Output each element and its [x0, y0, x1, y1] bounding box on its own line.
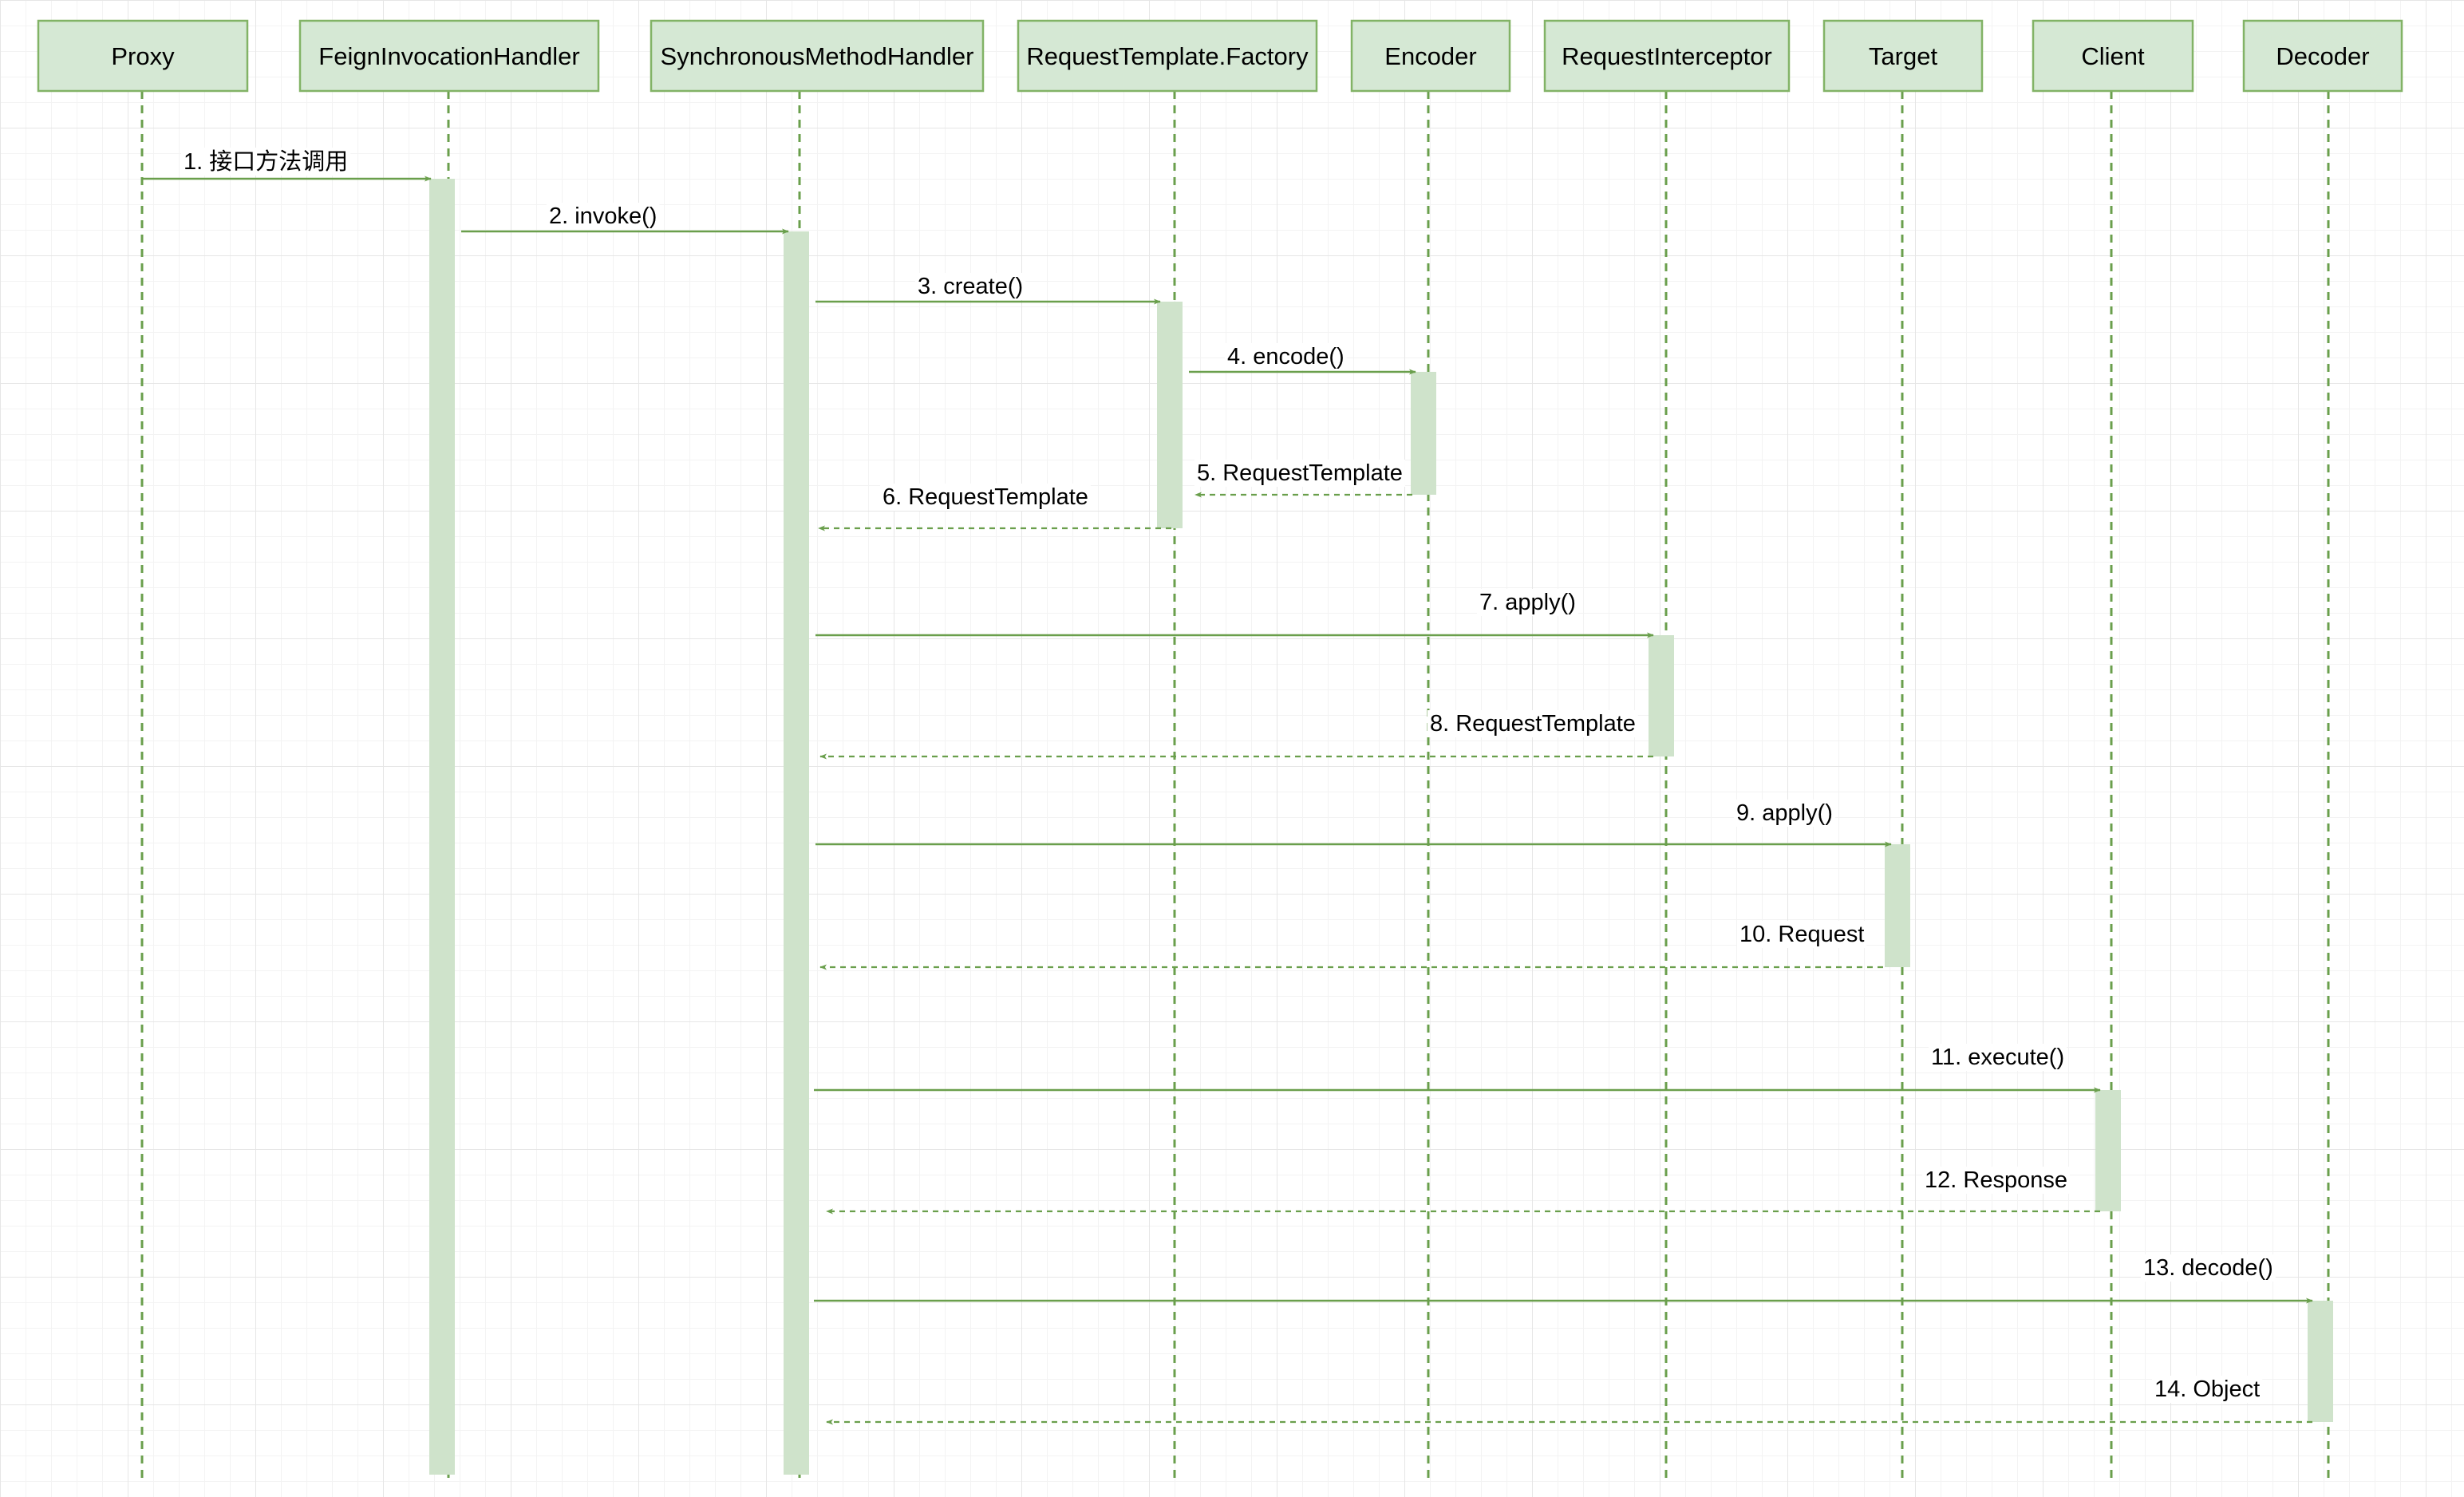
- participant-encoder[interactable]: Encoder: [1350, 19, 1511, 93]
- message-m9[interactable]: 9. apply(): [815, 800, 1892, 847]
- participant-label: Proxy: [111, 42, 175, 70]
- message-label: 9. apply(): [1736, 800, 1833, 826]
- message-label-background: [880, 484, 1091, 511]
- message-label: 1. 接口方法调用: [184, 148, 348, 175]
- participant-box: [1822, 19, 1984, 93]
- activation-bar-target: [1885, 844, 1910, 967]
- participant-label: Client: [2081, 42, 2145, 70]
- message-label: 4. encode(): [1227, 344, 1345, 369]
- message-label-background: [181, 148, 351, 176]
- participant-feign[interactable]: FeignInvocationHandler: [298, 19, 600, 93]
- message-label-background: [1737, 921, 1867, 948]
- participant-box: [1543, 19, 1791, 93]
- message-m11[interactable]: 11. execute(): [814, 1044, 2101, 1093]
- message-label-background: [1734, 800, 1835, 827]
- message-label: 10. Request: [1739, 922, 1864, 947]
- participant-box: [650, 19, 985, 93]
- activation-bar-interceptor: [1649, 635, 1674, 756]
- message-label-background: [2141, 1254, 2276, 1282]
- message-label-background: [915, 273, 1026, 300]
- message-label: 6. RequestTemplate: [883, 484, 1088, 510]
- message-m12[interactable]: 12. Response: [826, 1167, 2100, 1215]
- activation-bar-factory: [1157, 302, 1183, 528]
- participant-label: FeignInvocationHandler: [318, 42, 579, 70]
- message-m6[interactable]: 6. RequestTemplate: [818, 484, 1171, 531]
- message-label-background: [1225, 343, 1347, 370]
- participant-target[interactable]: Target: [1822, 19, 1984, 93]
- activation-bar-client: [2095, 1090, 2121, 1211]
- participant-client[interactable]: Client: [2032, 19, 2194, 93]
- message-label: 13. decode(): [2143, 1255, 2273, 1281]
- message-m10[interactable]: 10. Request: [819, 921, 1883, 970]
- activation-bar-encoder: [1411, 372, 1436, 495]
- participant-proxy[interactable]: Proxy: [37, 19, 249, 93]
- participant-label: RequestTemplate.Factory: [1026, 42, 1309, 70]
- participant-label: Encoder: [1384, 42, 1476, 70]
- message-label-background: [1194, 460, 1405, 487]
- message-m2[interactable]: 2. invoke(): [461, 203, 789, 235]
- message-label-background: [1929, 1044, 2067, 1071]
- participant-box: [37, 19, 249, 93]
- message-label-background: [1427, 710, 1638, 737]
- participant-sync[interactable]: SynchronousMethodHandler: [650, 19, 985, 93]
- message-m5[interactable]: 5. RequestTemplate: [1194, 460, 1412, 498]
- message-m4[interactable]: 4. encode(): [1189, 343, 1416, 375]
- message-label-background: [2152, 1376, 2263, 1403]
- participant-box: [2032, 19, 2194, 93]
- message-label: 11. execute(): [1931, 1045, 2064, 1070]
- message-label: 14. Object: [2154, 1377, 2260, 1402]
- participant-box: [1017, 19, 1318, 93]
- message-label: 8. RequestTemplate: [1430, 711, 1636, 737]
- activation-bar-decoder: [2308, 1301, 2333, 1422]
- message-label-background: [1477, 589, 1578, 616]
- message-label-background: [547, 203, 660, 230]
- participant-label: SynchronousMethodHandler: [661, 42, 974, 70]
- message-label: 2. invoke(): [549, 203, 657, 229]
- participant-box: [298, 19, 600, 93]
- message-label: 7. apply(): [1479, 590, 1576, 615]
- message-m14[interactable]: 14. Object: [826, 1376, 2312, 1425]
- participant-box: [2242, 19, 2403, 93]
- participant-label: Decoder: [2276, 42, 2369, 70]
- message-m13[interactable]: 13. decode(): [814, 1254, 2313, 1304]
- participant-box: [1350, 19, 1511, 93]
- message-m3[interactable]: 3. create(): [815, 273, 1161, 305]
- message-m7[interactable]: 7. apply(): [815, 589, 1654, 638]
- message-label: 5. RequestTemplate: [1197, 460, 1403, 486]
- participant-label: RequestInterceptor: [1562, 42, 1772, 70]
- activation-bar-sync: [784, 231, 809, 1475]
- activation-bar-feign: [429, 179, 455, 1475]
- participant-interceptor[interactable]: RequestInterceptor: [1543, 19, 1791, 93]
- participant-factory[interactable]: RequestTemplate.Factory: [1017, 19, 1318, 93]
- message-m8[interactable]: 8. RequestTemplate: [819, 710, 1653, 760]
- participant-decoder[interactable]: Decoder: [2242, 19, 2403, 93]
- message-label-background: [1922, 1167, 2070, 1194]
- message-label: 3. create(): [918, 274, 1023, 299]
- message-label: 12. Response: [1925, 1167, 2067, 1193]
- participant-label: Target: [1869, 42, 1938, 70]
- message-m1[interactable]: 1. 接口方法调用: [142, 148, 432, 182]
